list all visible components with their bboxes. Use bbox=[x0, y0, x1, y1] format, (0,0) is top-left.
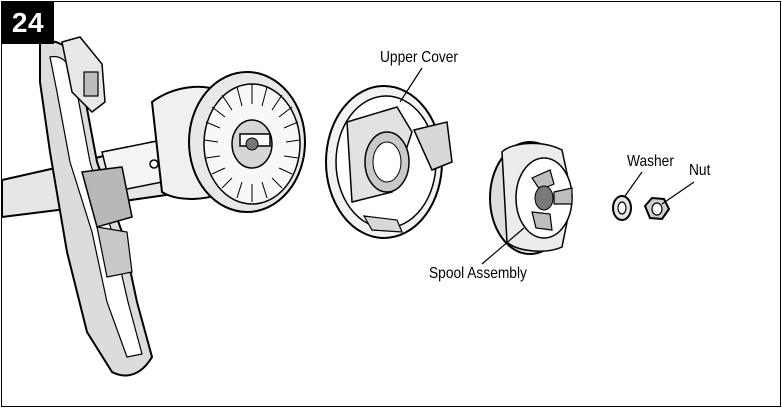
upper-cover-part bbox=[326, 86, 452, 238]
spool-assembly-part bbox=[490, 142, 572, 254]
drive-housing bbox=[189, 72, 305, 212]
upper-cover-label: Upper Cover bbox=[380, 49, 458, 67]
step-number-badge: 24 bbox=[2, 2, 54, 44]
spool-assembly-label: Spool Assembly bbox=[429, 265, 527, 283]
washer-label: Washer bbox=[627, 153, 674, 171]
washer-part bbox=[613, 196, 631, 220]
nut-label: Nut bbox=[689, 162, 710, 180]
